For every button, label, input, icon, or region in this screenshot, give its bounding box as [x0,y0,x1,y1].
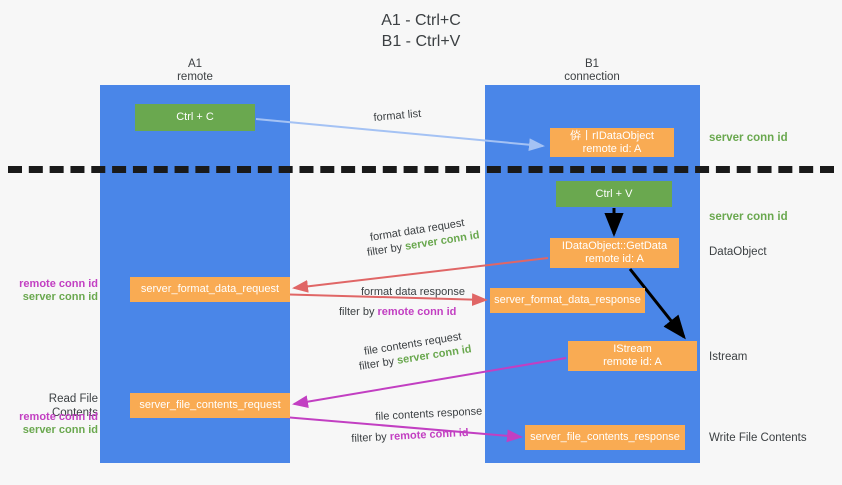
box-server-file-contents-request[interactable]: server_file_contents_request [130,393,290,418]
label-remote-conn-id-lower: remote conn id [19,411,98,423]
label-write-file-contents: Write File Contents [709,432,807,444]
filter-remote-conn-id: remote conn id [389,426,469,443]
label-istream: Istream [709,351,748,363]
filter-remote-conn-id: remote conn id [377,306,457,318]
label-dataobject: DataObject [709,246,767,258]
phase-divider [8,166,834,173]
arrow-format-data-request [292,257,549,293]
label-server-conn-id-lower: server conn id [22,424,98,436]
label-read-file-contents: Read File Contents [48,393,98,419]
box-ctrl-v[interactable]: Ctrl + V [556,181,672,207]
flow-label-format-data-response: format data response [361,286,465,298]
filter-prefix: filter by [339,306,378,318]
box-data-object[interactable]: 㑞⼁rIDataObject remote id: A [550,128,674,157]
arrow-getdata-to-istream [628,268,686,340]
label-conn-ids-upper: remote conn id server conn id [10,278,98,304]
label-remote-conn-id-upper: remote conn id [19,278,98,290]
box-ctrl-c[interactable]: Ctrl + C [135,104,255,131]
box-istream[interactable]: IStream remote id: A [568,341,697,371]
swimlane-header-a1: A1 remote [177,58,213,83]
swimlane-header-b1: B1 connection [564,58,620,83]
flow-label-format-data-response-filter: filter by remote conn id [339,305,456,320]
arrow-format-list [255,118,545,152]
label-server-conn-id-upper: server conn id [22,291,98,303]
arrow-file-contents-request [292,357,567,408]
filter-prefix: filter by [351,430,391,445]
box-idataobject-getdata[interactable]: IDataObject::GetData remote id: A [550,238,679,268]
box-server-file-contents-response[interactable]: server_file_contents_response [525,425,685,450]
box-server-format-data-response[interactable]: server_format_data_response [490,288,645,313]
label-conn-ids-lower: remote conn id server conn id [10,411,98,437]
box-server-format-data-request[interactable]: server_format_data_request [130,277,290,302]
label-server-conn-id-mid: server conn id [709,211,788,223]
label-server-conn-id-top: server conn id [709,132,788,144]
page-title: A1 - Ctrl+C B1 - Ctrl+V [381,12,461,50]
